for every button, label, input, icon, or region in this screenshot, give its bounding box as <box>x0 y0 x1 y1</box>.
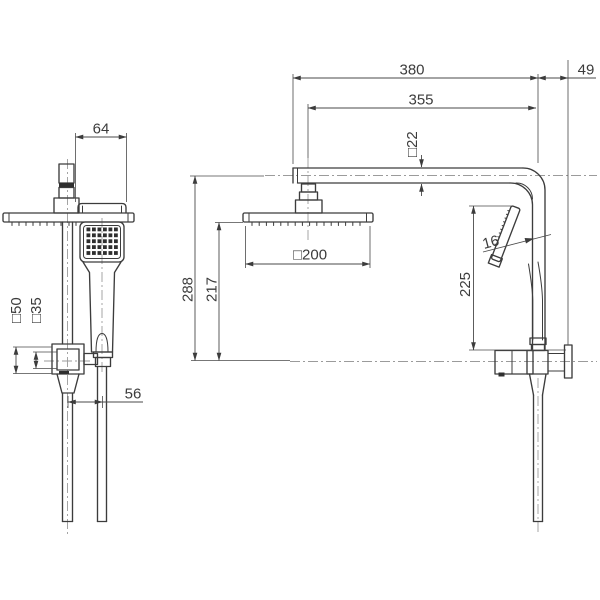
handset-cradle <box>77 202 127 214</box>
dim-rose-size-label: □200 <box>293 247 327 264</box>
front-view: 64 □50 □35 56 <box>2 121 143 535</box>
shower-rose-front <box>2 212 135 226</box>
dim-hose-offset: 56 <box>67 386 143 408</box>
dim-bracket-outer-label: □50 <box>8 297 25 323</box>
dim-handset-drop-label: 225 <box>457 272 474 297</box>
dim-bracket-inner: □35 <box>28 297 57 369</box>
dim-arm-profile: □22 <box>404 131 424 196</box>
dim-arm-length: 355 <box>307 92 537 158</box>
dim-handset-width: 16 <box>481 232 552 253</box>
dim-arm-height: 288 <box>180 175 290 361</box>
shower-rose-side <box>242 212 374 226</box>
dim-wall-clearance-label: 49 <box>578 62 595 79</box>
handset-nozzle-ticks-side <box>494 210 510 246</box>
dim-arm-length-label: 355 <box>408 92 433 109</box>
dim-rose-size: □200 <box>245 226 371 268</box>
rose-stem <box>294 183 323 214</box>
dim-bracket-outer: □50 <box>8 297 52 374</box>
dim-arm-height-label: 288 <box>180 277 197 302</box>
dim-total-projection-label: 380 <box>399 62 424 79</box>
dim-handset-drop: 225 <box>457 205 566 351</box>
dim-arm-profile-label: □22 <box>404 131 421 157</box>
dim-handset-width-label: 16 <box>481 232 502 253</box>
dim-holder-width-label: 64 <box>93 121 110 138</box>
shower-arm <box>292 167 546 351</box>
dim-hose-offset-label: 56 <box>125 386 142 403</box>
dim-rose-height: 217 <box>204 222 243 361</box>
riser-pipe-front <box>61 221 74 345</box>
handset-side <box>487 205 547 352</box>
dim-holder-width: 64 <box>75 121 127 202</box>
dim-bracket-inner-label: □35 <box>28 297 45 323</box>
dim-rose-height-label: 217 <box>204 277 221 302</box>
rose-nozzle-ticks <box>11 221 77 226</box>
dim-wall-clearance: 49 <box>537 60 596 345</box>
wall-bracket-side <box>494 344 573 523</box>
hose-front <box>92 351 114 523</box>
wall-bracket-front <box>51 343 99 523</box>
dim-total-projection: 380 <box>292 62 539 164</box>
handset-nozzle-grid <box>86 227 118 255</box>
rose-nozzle-ticks-side <box>251 221 361 226</box>
side-view: 380 49 355 □22 □200 <box>180 60 597 535</box>
